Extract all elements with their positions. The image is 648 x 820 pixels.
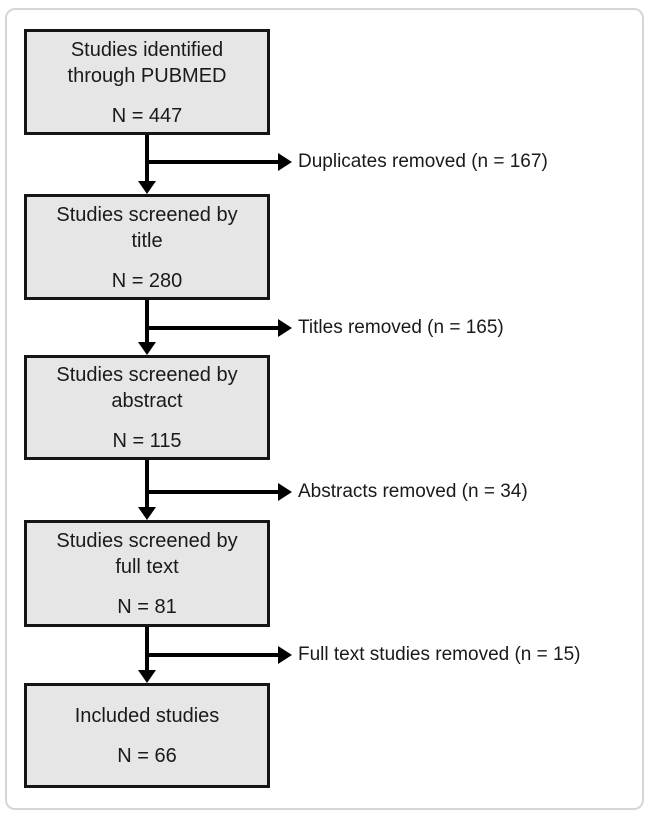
arrow-right-icon <box>278 319 292 337</box>
box-count: N = 447 <box>111 104 183 127</box>
box-title: Studies screened by abstract <box>56 364 238 412</box>
flow-box-screened-abstract: Studies screened by abstract N = 115 <box>24 355 270 460</box>
branch-line <box>147 160 278 164</box>
branch-line <box>147 326 278 330</box>
connector-line <box>145 460 149 508</box>
connector-line <box>145 300 149 344</box>
connector-line <box>145 627 149 671</box>
box-count: N = 115 <box>112 430 182 452</box>
box-title: Studies screened by full text <box>56 530 238 578</box>
box-count: N = 66 <box>117 745 177 767</box>
arrow-right-icon <box>278 646 292 664</box>
arrow-down-icon <box>138 670 156 683</box>
box-count: N = 280 <box>111 269 183 292</box>
branch-label-fulltext: Full text studies removed (n = 15) <box>298 644 581 665</box>
arrow-right-icon <box>278 153 292 171</box>
box-title: Included studies <box>74 705 220 727</box>
flow-box-identified: Studies identified through PUBMED N = 44… <box>24 29 270 135</box>
arrow-down-icon <box>138 342 156 355</box>
flow-box-included: Included studies N = 66 <box>24 683 270 788</box>
box-count: N = 81 <box>117 596 177 618</box>
arrow-down-icon <box>138 507 156 520</box>
connector-line <box>145 135 149 183</box>
box-title: Studies identified through PUBMED <box>67 38 227 87</box>
arrow-right-icon <box>278 483 292 501</box>
flow-box-screened-title: Studies screened by title N = 280 <box>24 194 270 300</box>
branch-label-titles: Titles removed (n = 165) <box>298 317 504 338</box>
flow-box-screened-fulltext: Studies screened by full text N = 81 <box>24 520 270 627</box>
arrow-down-icon <box>138 181 156 194</box>
branch-line <box>147 653 278 657</box>
branch-line <box>147 490 278 494</box>
box-title: Studies screened by title <box>56 203 238 252</box>
branch-label-duplicates: Duplicates removed (n = 167) <box>298 151 548 172</box>
branch-label-abstracts: Abstracts removed (n = 34) <box>298 481 528 502</box>
